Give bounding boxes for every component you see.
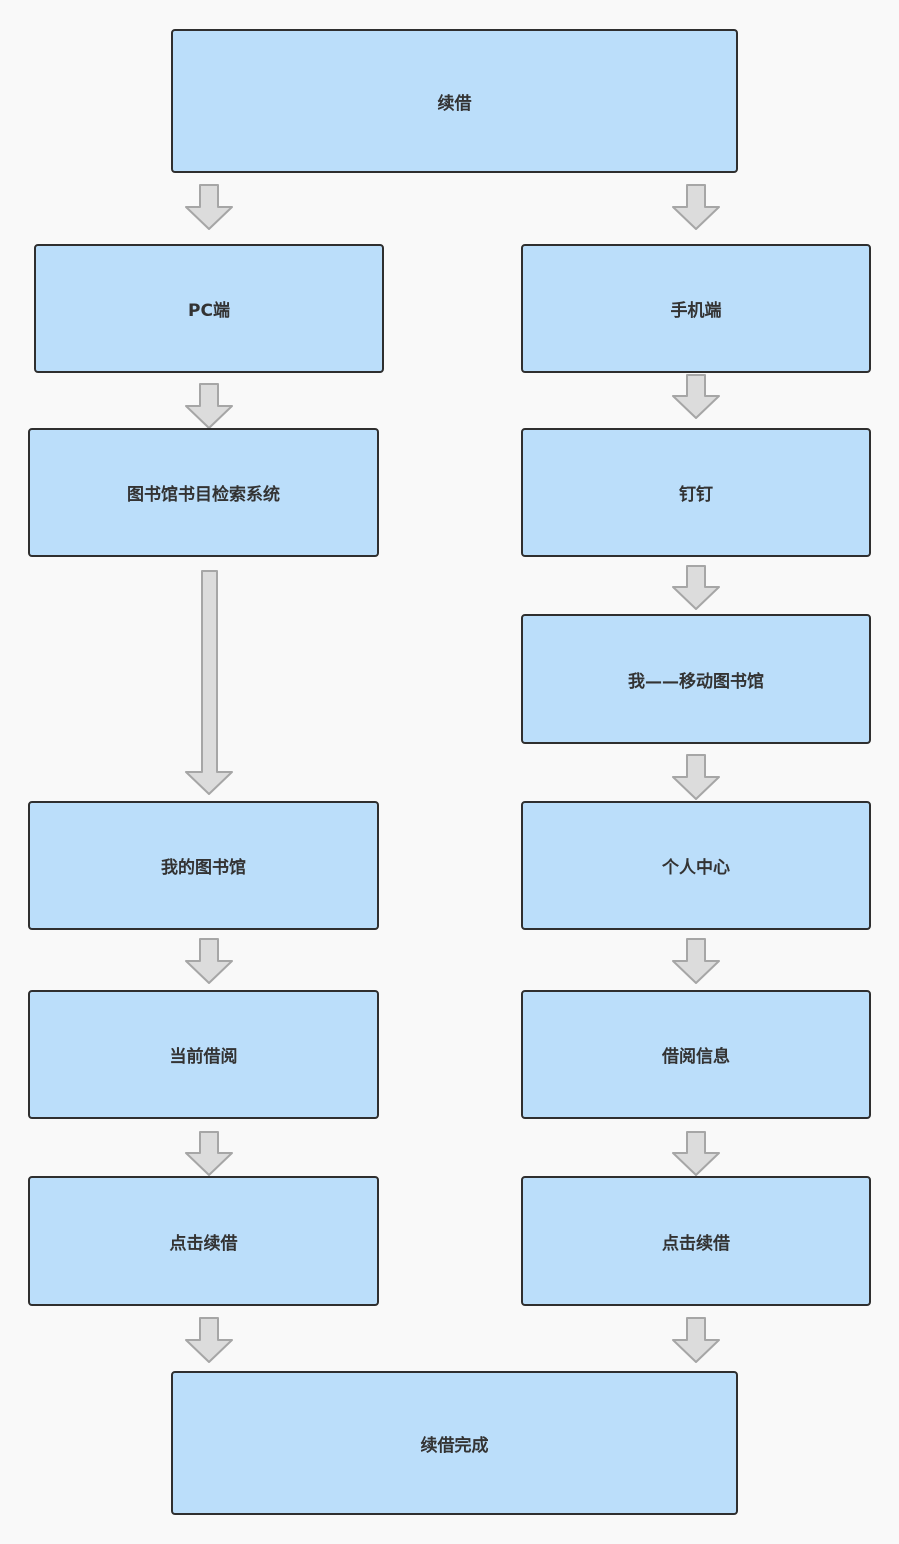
arrow-start-to-mobile [672, 184, 720, 230]
node-renew-done-label: 续借完成 [420, 1435, 489, 1456]
node-current-borrowing-label: 当前借阅 [169, 1047, 238, 1067]
node-click-renew-mobile-label: 点击续借 [662, 1233, 730, 1254]
arrow-dingtalk-to-me-mobile-library [672, 565, 720, 610]
arrow-click-renew-mobile-to-done [672, 1317, 720, 1363]
arrow-me-mobile-library-to-personal-center [672, 754, 720, 800]
node-click-renew-pc: 点击续借 [28, 1176, 379, 1306]
node-personal-center-label: 个人中心 [662, 858, 730, 878]
arrow-personal-center-to-borrowing-info [672, 938, 720, 984]
node-start-renew: 续借 [171, 29, 738, 173]
node-dingtalk-label: 钉钉 [679, 485, 713, 505]
node-start-renew-label: 续借 [437, 93, 472, 114]
arrow-borrowing-info-to-click-renew-mobile [672, 1131, 720, 1176]
node-me-mobile-library-label: 我——移动图书馆 [628, 671, 764, 692]
arrow-start-to-pc [185, 184, 233, 230]
node-mobile-label: 手机端 [670, 301, 722, 321]
arrow-click-renew-pc-to-done [185, 1317, 233, 1363]
arrow-pc-to-library-search [185, 383, 233, 429]
node-pc-label: PC端 [188, 301, 230, 321]
node-borrowing-info-label: 借阅信息 [662, 1047, 730, 1067]
node-renew-done: 续借完成 [171, 1371, 738, 1515]
node-library-search: 图书馆书目检索系统 [28, 428, 379, 557]
node-me-mobile-library: 我——移动图书馆 [521, 614, 871, 744]
node-my-library-label: 我的图书馆 [161, 858, 246, 878]
node-library-search-label: 图书馆书目检索系统 [127, 485, 280, 505]
node-personal-center: 个人中心 [521, 801, 871, 930]
arrow-my-library-to-current-borrowing [185, 938, 233, 984]
node-my-library: 我的图书馆 [28, 801, 379, 930]
node-click-renew-mobile: 点击续借 [521, 1176, 871, 1306]
node-mobile: 手机端 [521, 244, 871, 373]
node-pc: PC端 [34, 244, 384, 373]
node-borrowing-info: 借阅信息 [521, 990, 871, 1119]
arrow-library-search-to-my-library [185, 570, 233, 795]
arrow-mobile-to-dingtalk [672, 374, 720, 419]
arrow-current-borrowing-to-click-renew-pc [185, 1131, 233, 1176]
node-current-borrowing: 当前借阅 [28, 990, 379, 1119]
node-click-renew-pc-label: 点击续借 [169, 1233, 238, 1254]
node-dingtalk: 钉钉 [521, 428, 871, 557]
